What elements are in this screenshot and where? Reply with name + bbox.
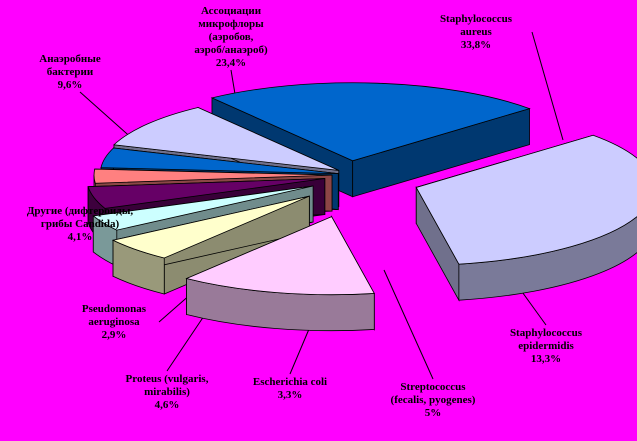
pie-slice [185,215,375,332]
pie-slice-top [100,147,339,175]
pie-slice [111,195,310,295]
pie-slices [87,82,637,332]
pie-slice [415,134,637,302]
pie-slice-top [87,178,325,209]
pie-slice-top [415,134,637,265]
pie-slice-top [210,82,531,162]
leader-line [383,269,434,380]
pie-slice-top [185,216,375,296]
pie-slice-top [111,195,310,259]
slice-label: Proteus (vulgaris,mirabilis)4,6% [126,373,209,411]
pie-slice-top [92,185,314,231]
pie-slice-top [113,107,339,171]
slice-label: Streptococcus(fecalis, pyogenes)5% [391,381,476,419]
pie-slice-top [93,168,333,184]
leader-line [531,31,564,141]
slice-label: Другие (дифтероиды,грибы Candida)4,1% [27,205,134,243]
